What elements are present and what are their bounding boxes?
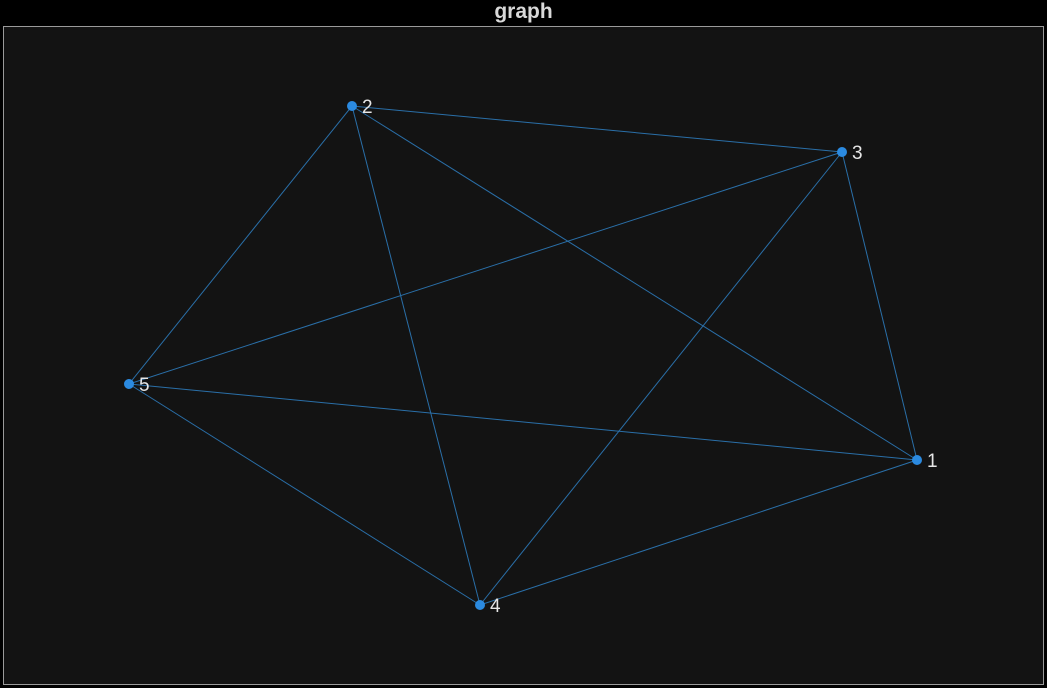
edge-2-1 [351,105,918,461]
graph-panel [3,26,1044,685]
edge-3-4 [479,151,843,606]
edge-layer [128,105,918,606]
graph-title: graph [494,0,553,23]
node-layer: 1 2 3 4 5 [124,97,938,617]
node-1[interactable] [912,455,922,465]
edge-5-4 [128,383,481,606]
edge-2-5 [128,105,353,385]
edge-2-3 [351,105,843,153]
edge-5-1 [128,383,918,461]
edge-3-1 [841,151,918,461]
node-4[interactable] [475,600,485,610]
edge-3-5 [128,151,843,385]
node-label-4: 4 [490,596,501,617]
node-label-5: 5 [139,375,150,396]
node-5[interactable] [124,379,134,389]
node-label-3: 3 [852,143,863,164]
node-label-2: 2 [362,97,373,118]
node-2[interactable] [347,101,357,111]
edge-2-4 [351,105,481,606]
node-label-1: 1 [927,451,938,472]
edge-4-1 [479,459,918,606]
node-3[interactable] [837,147,847,157]
